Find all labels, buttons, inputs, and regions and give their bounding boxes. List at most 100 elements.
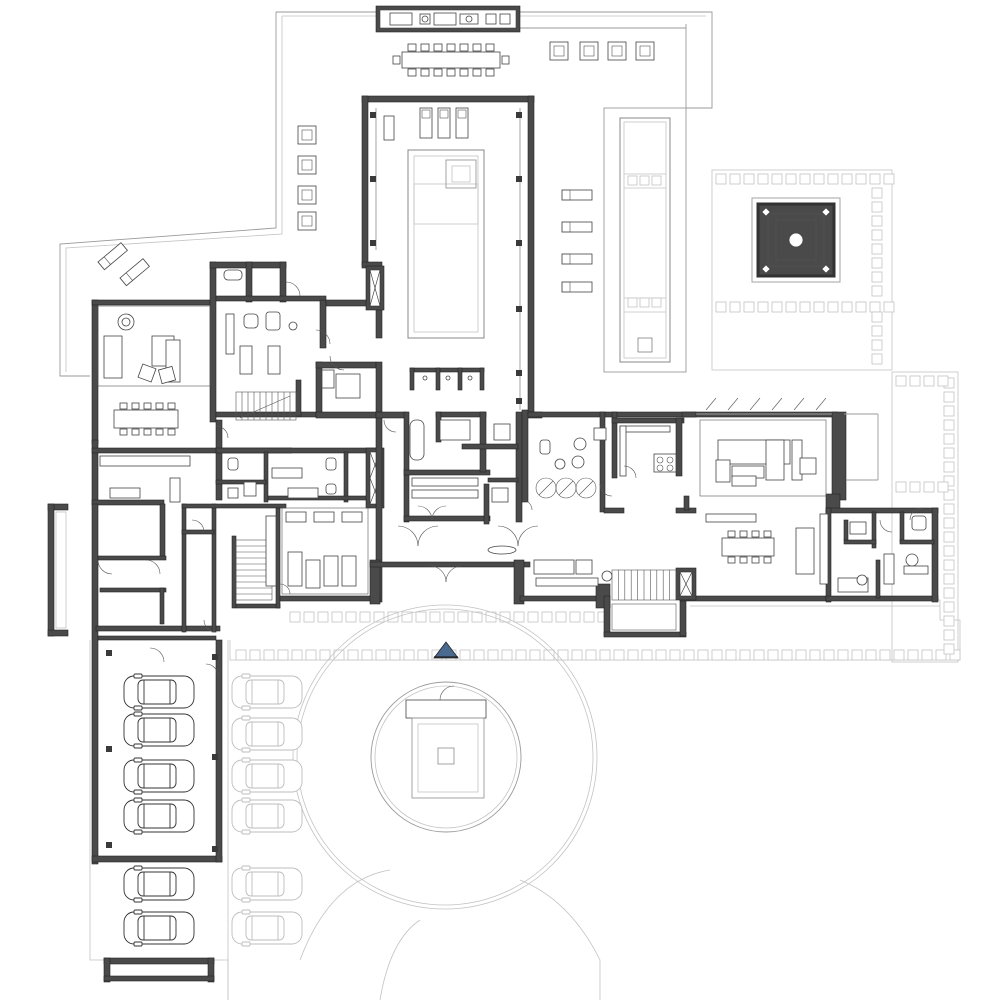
chair	[472, 68, 482, 77]
car-mirror	[241, 715, 251, 721]
car-icon	[231, 909, 303, 947]
pool-step	[639, 297, 650, 308]
paving-tile	[541, 611, 553, 623]
paving-tile	[869, 301, 881, 313]
planter	[297, 125, 317, 145]
paving-tile	[851, 649, 863, 661]
car-mirror	[133, 897, 143, 903]
car-roof	[137, 717, 177, 743]
car-mirror	[133, 673, 143, 679]
chair	[727, 556, 736, 564]
car-mirror	[133, 797, 143, 803]
car-mirror	[241, 705, 251, 711]
paving-tile	[893, 649, 905, 661]
paving-tile	[837, 649, 849, 661]
paving-tile	[555, 611, 567, 623]
paving-tile	[513, 611, 525, 623]
chair	[420, 43, 430, 52]
paving-tile	[319, 649, 331, 661]
car-roof	[137, 871, 177, 897]
car-mirror	[133, 757, 143, 763]
planter	[579, 41, 599, 61]
paving-tile	[317, 611, 329, 623]
car-icon	[123, 909, 195, 947]
paving-tile	[739, 649, 751, 661]
car-mirror	[241, 909, 251, 915]
paving-tile	[943, 433, 955, 445]
car-mirror	[241, 941, 251, 947]
planter-inner	[639, 45, 651, 57]
planter-inner	[553, 45, 565, 57]
paving-tile	[333, 649, 345, 661]
louvre	[771, 397, 783, 411]
car-icon	[123, 673, 195, 711]
paving-grid-lower	[235, 611, 961, 661]
paving-tile	[943, 475, 955, 487]
paving-tile	[291, 649, 303, 661]
car-mirror	[133, 711, 143, 717]
top-terrace-furniture	[97, 5, 655, 293]
lap-pool	[603, 107, 687, 373]
chair	[739, 556, 748, 564]
chair	[119, 402, 128, 410]
pool-step	[627, 175, 638, 186]
car-icon	[123, 865, 195, 903]
paving-tile	[813, 301, 825, 313]
paving-tile	[683, 649, 695, 661]
paving-tile	[943, 461, 955, 473]
paving-tile	[473, 649, 485, 661]
paving-tile	[813, 173, 825, 185]
paving-tile	[949, 649, 961, 661]
car-roof	[245, 679, 285, 705]
paving-tile	[937, 481, 949, 493]
paving-tile	[529, 649, 541, 661]
paving-tile	[715, 173, 727, 185]
paving-tile	[277, 649, 289, 661]
chair	[407, 43, 417, 52]
paving-tile	[909, 481, 921, 493]
paving-tile	[943, 629, 955, 641]
louvre	[793, 397, 805, 411]
paving-tile	[943, 405, 955, 417]
paving-tile	[767, 649, 779, 661]
paving-tile	[585, 649, 597, 661]
car-roof	[137, 915, 177, 941]
paving-tile	[375, 649, 387, 661]
paving-tile	[943, 503, 955, 515]
column	[212, 654, 218, 660]
paving-tile	[943, 573, 955, 585]
planter-inner	[301, 159, 313, 171]
column	[106, 842, 112, 848]
paving-tile	[715, 301, 727, 313]
planter-inner	[301, 129, 313, 141]
chair	[446, 68, 456, 77]
car-icon	[231, 757, 303, 795]
paving-tile	[429, 611, 441, 623]
paving-tile	[871, 215, 883, 227]
planter	[297, 155, 317, 175]
paving-tile	[943, 447, 955, 459]
paving-tile	[487, 649, 499, 661]
chair	[485, 43, 495, 52]
planter	[297, 211, 317, 231]
paving-tile	[879, 649, 891, 661]
paving-tile	[403, 649, 415, 661]
paving-tile	[641, 649, 653, 661]
paving-tile	[871, 339, 883, 351]
planter-inner	[611, 45, 623, 57]
paving-tile	[235, 649, 247, 661]
car-roof	[245, 871, 285, 897]
window-pane	[538, 480, 554, 496]
planter	[607, 41, 627, 61]
pool-step	[639, 175, 650, 186]
paving-tile	[515, 649, 527, 661]
paving-tile	[729, 173, 741, 185]
car-mirror	[241, 673, 251, 679]
louvre	[727, 397, 739, 411]
paving-tile	[501, 649, 513, 661]
round-window	[575, 477, 597, 499]
paving-tile	[883, 173, 895, 185]
paving-tile	[871, 271, 883, 283]
planter	[549, 41, 569, 61]
paving-tile	[809, 649, 821, 661]
